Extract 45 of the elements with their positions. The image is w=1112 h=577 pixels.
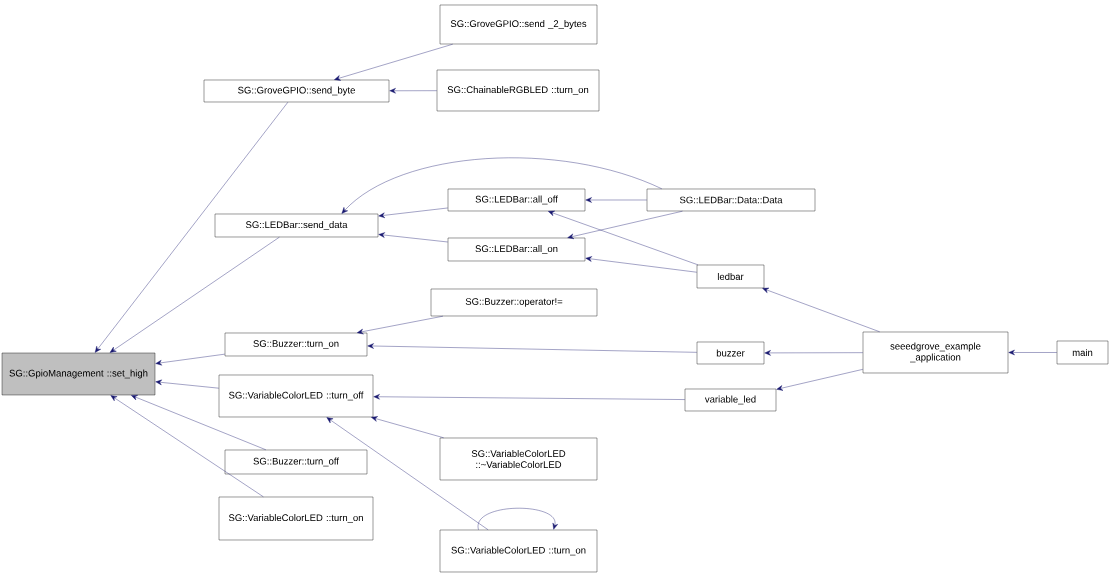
function-box: SG::GpioManagement ::set_high [1, 352, 156, 396]
function-box: variable_led [684, 388, 777, 412]
arrow [1008, 349, 1057, 356]
function-box: SG::LEDBar::all_on [447, 237, 586, 262]
function-box: seeedgrove_example _application [862, 331, 1009, 374]
arrow [389, 88, 437, 94]
arrow [373, 394, 685, 400]
arrow [341, 157, 662, 214]
function-box: SG::GroveGPIO::send_byte [203, 79, 390, 103]
function-box: SG::VariableColorLED ::turn_off [218, 374, 374, 418]
function-box: SG::VariableColorLED ::~VariableColorLED [439, 437, 598, 481]
arrow [131, 395, 267, 450]
function-box: SG::LEDBar::Data::Data [646, 188, 816, 212]
arrow [155, 379, 219, 389]
arrow [762, 287, 880, 332]
arrow [567, 211, 683, 240]
function-box: SG::VariableColorLED ::turn_on [439, 529, 598, 573]
arrow [367, 343, 697, 353]
arrow [110, 395, 264, 497]
arrow [378, 207, 448, 219]
arrow [155, 353, 225, 366]
function-box: SG::GroveGPIO::send _2_bytes [439, 4, 598, 45]
arrow [548, 210, 698, 265]
arrow [334, 44, 453, 81]
function-box: SG::LEDBar::send_data [214, 213, 379, 238]
function-box: SG::Buzzer::turn_off [224, 449, 368, 475]
arrow [378, 232, 448, 243]
arrow [326, 417, 489, 530]
function-box: ledbar [696, 264, 765, 289]
function-box: SG::Buzzer::operator!= [430, 288, 598, 317]
function-box: SG::ChainableRGBLED ::turn_on [436, 69, 600, 112]
arrow [764, 350, 863, 356]
function-box: main [1056, 340, 1109, 365]
arrow [585, 256, 697, 273]
function-box: SG::LEDBar::all_off [447, 188, 586, 212]
function-box: SG::Buzzer::turn_on [224, 332, 368, 357]
function-box: buzzer [696, 341, 765, 365]
arrow [371, 416, 444, 438]
arrow [109, 237, 280, 353]
function-box: SG::VariableColorLED ::turn_on [218, 496, 374, 541]
arrow [478, 508, 558, 530]
arrow [585, 197, 647, 203]
arrow [357, 316, 444, 335]
arrow [776, 369, 863, 391]
arrow [94, 102, 289, 353]
